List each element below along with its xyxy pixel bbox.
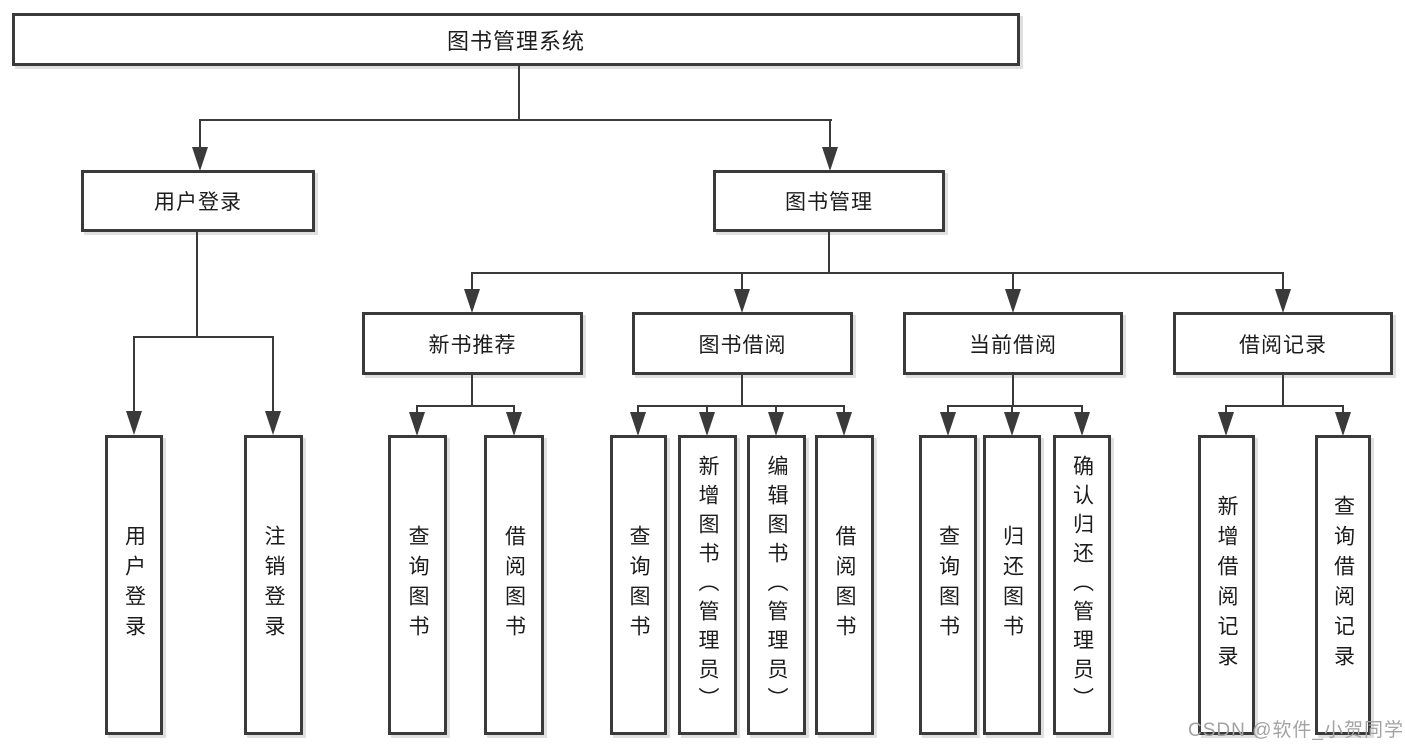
connector-line-vertical bbox=[471, 272, 473, 292]
connector-line-vertical bbox=[518, 66, 520, 120]
connector-line-vertical bbox=[1012, 375, 1014, 406]
leaf-add-borrow-record: 新增借阅记录 bbox=[1198, 435, 1255, 735]
arrowhead-down-icon bbox=[192, 147, 208, 171]
node-current-borrowing-label: 当前借阅 bbox=[969, 333, 1057, 357]
leaf-query-books-1: 查询图书 bbox=[388, 435, 447, 735]
connector-line-vertical bbox=[843, 405, 845, 415]
leaf-borrow-books-1-label: 借阅图书 bbox=[502, 525, 526, 645]
arrowhead-down-icon bbox=[768, 412, 784, 436]
arrowhead-down-icon bbox=[1275, 289, 1291, 313]
leaf-query-books-2: 查询图书 bbox=[610, 435, 667, 735]
leaf-return-books: 归还图书 bbox=[983, 435, 1041, 735]
node-root-label: 图书管理系统 bbox=[446, 28, 585, 54]
arrowhead-down-icon bbox=[734, 289, 750, 313]
node-book-management: 图书管理 bbox=[713, 170, 945, 232]
arrowhead-down-icon bbox=[630, 412, 646, 436]
leaf-logout: 注销登录 bbox=[244, 435, 303, 735]
arrowhead-down-icon bbox=[409, 412, 425, 436]
connector-line-vertical bbox=[1342, 405, 1344, 415]
connector-line-horizontal bbox=[947, 405, 1083, 407]
connector-line-horizontal bbox=[199, 119, 832, 121]
connector-line-vertical bbox=[416, 405, 418, 415]
arrowhead-down-icon bbox=[265, 411, 281, 435]
connector-line-vertical bbox=[775, 405, 777, 415]
connector-line-vertical bbox=[513, 405, 515, 415]
leaf-return-books-label: 归还图书 bbox=[1000, 525, 1024, 645]
leaf-confirm-return-admin-label: 确认归还（管理员） bbox=[1070, 454, 1094, 716]
connector-line-vertical bbox=[1011, 405, 1013, 415]
node-new-book-recommendation: 新书推荐 bbox=[362, 312, 583, 375]
arrowhead-down-icon bbox=[1004, 412, 1020, 436]
connector-line-vertical bbox=[637, 405, 639, 415]
node-current-borrowing: 当前借阅 bbox=[903, 312, 1123, 375]
connector-line-vertical bbox=[947, 405, 949, 415]
connector-line-vertical bbox=[741, 375, 743, 406]
leaf-user-login: 用户登录 bbox=[105, 435, 163, 735]
connector-line-horizontal bbox=[637, 405, 845, 407]
node-book-borrowing-label: 图书借阅 bbox=[698, 333, 787, 357]
connector-line-vertical bbox=[829, 119, 831, 153]
arrowhead-down-icon bbox=[940, 412, 956, 436]
leaf-edit-books-admin-label: 编辑图书（管理员） bbox=[765, 454, 788, 716]
connector-line-horizontal bbox=[1225, 405, 1344, 407]
arrowhead-down-icon bbox=[699, 412, 715, 436]
connector-line-vertical bbox=[1282, 375, 1284, 406]
watermark-text: CSDN @软件_小贺同学 bbox=[1188, 720, 1404, 741]
connector-line-vertical bbox=[1282, 272, 1284, 292]
leaf-query-books-3: 查询图书 bbox=[919, 435, 977, 735]
leaf-borrow-books-2: 借阅图书 bbox=[815, 435, 874, 735]
connector-line-vertical bbox=[828, 232, 830, 273]
connector-line-vertical bbox=[133, 336, 135, 413]
leaf-borrow-books-2-label: 借阅图书 bbox=[833, 525, 856, 645]
connector-line-vertical bbox=[1012, 272, 1014, 292]
leaf-edit-books-admin: 编辑图书（管理员） bbox=[747, 435, 806, 735]
connector-line-vertical bbox=[196, 232, 198, 337]
connector-line-vertical bbox=[272, 336, 274, 413]
connector-line-vertical bbox=[471, 375, 473, 406]
node-borrowing-records-label: 借阅记录 bbox=[1239, 333, 1327, 357]
connector-line-vertical bbox=[199, 119, 201, 153]
arrowhead-down-icon bbox=[506, 412, 522, 436]
leaf-logout-label: 注销登录 bbox=[262, 525, 285, 645]
arrowhead-down-icon bbox=[836, 412, 852, 436]
node-root: 图书管理系统 bbox=[12, 13, 1020, 66]
leaf-query-borrow-record: 查询借阅记录 bbox=[1315, 435, 1371, 735]
connector-line-vertical bbox=[741, 272, 743, 292]
node-book-borrowing: 图书借阅 bbox=[632, 312, 853, 375]
connector-line-vertical bbox=[706, 405, 708, 415]
node-user-login: 用户登录 bbox=[81, 170, 315, 232]
arrowhead-down-icon bbox=[1335, 412, 1351, 436]
leaf-query-borrow-record-label: 查询借阅记录 bbox=[1331, 495, 1355, 675]
arrowhead-down-icon bbox=[1074, 412, 1090, 436]
leaf-add-borrow-record-label: 新增借阅记录 bbox=[1215, 495, 1238, 675]
connector-line-horizontal bbox=[133, 336, 274, 338]
node-new-book-recommendation-label: 新书推荐 bbox=[428, 333, 517, 357]
arrowhead-down-icon bbox=[1218, 412, 1234, 436]
leaf-user-login-label: 用户登录 bbox=[122, 525, 146, 645]
leaf-add-books-admin: 新增图书（管理员） bbox=[678, 435, 737, 735]
leaf-query-books-2-label: 查询图书 bbox=[627, 525, 650, 645]
leaf-query-books-1-label: 查询图书 bbox=[406, 525, 429, 645]
leaf-add-books-admin-label: 新增图书（管理员） bbox=[696, 454, 719, 716]
leaf-query-books-3-label: 查询图书 bbox=[936, 525, 960, 645]
node-user-login-label: 用户登录 bbox=[154, 191, 242, 214]
node-book-management-label: 图书管理 bbox=[785, 191, 873, 214]
connector-line-horizontal bbox=[416, 405, 515, 407]
arrowhead-down-icon bbox=[126, 411, 142, 435]
connector-line-horizontal bbox=[471, 272, 1284, 274]
node-borrowing-records: 借阅记录 bbox=[1173, 312, 1393, 375]
arrowhead-down-icon bbox=[464, 289, 480, 313]
leaf-borrow-books-1: 借阅图书 bbox=[484, 435, 544, 735]
connector-line-vertical bbox=[1225, 405, 1227, 415]
arrowhead-down-icon bbox=[1005, 289, 1021, 313]
leaf-confirm-return-admin: 确认归还（管理员） bbox=[1053, 435, 1111, 735]
arrowhead-down-icon bbox=[822, 147, 838, 171]
connector-line-vertical bbox=[1081, 405, 1083, 415]
